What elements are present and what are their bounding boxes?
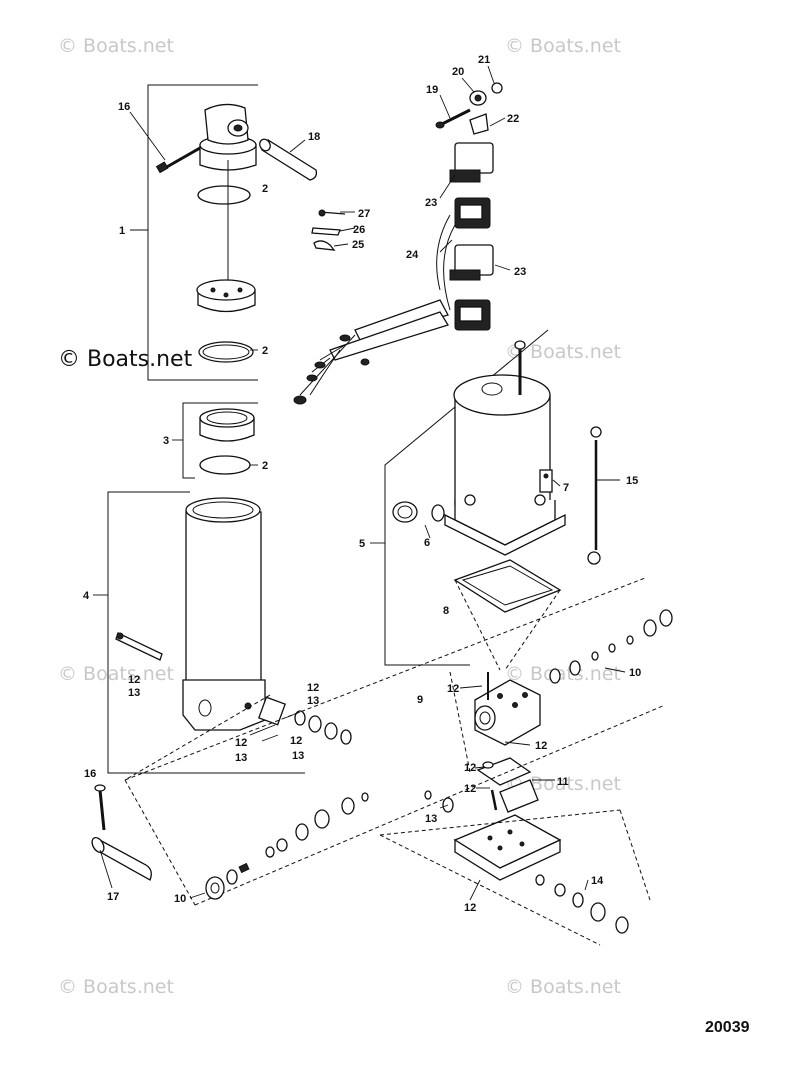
spring-left [115,632,163,661]
pump-9 [474,672,541,746]
callout: 9 [417,694,423,706]
callout: 10 [174,893,186,905]
callout: 19 [426,84,438,96]
watermark: © Boats.net [58,976,174,998]
callout: 26 [353,224,365,236]
end-cap-seal [199,408,255,442]
o-ring [199,455,251,475]
callout: 21 [478,54,490,66]
callout: 16 [84,768,96,780]
watermark: © Boats.net [505,663,621,685]
callout: 12 [535,740,547,752]
group-brackets [93,84,549,774]
plug-6 [392,501,445,523]
gasket-8 [453,559,562,671]
trim-cylinder-assembly [115,103,352,745]
callout: 3 [163,435,169,447]
callout: 15 [626,475,638,487]
valve-11 [476,757,539,813]
reservoir-plate [453,814,562,881]
piston [196,279,256,313]
callout: 12 [290,735,302,747]
callout: 13 [292,750,304,762]
manifold-outline [124,577,666,946]
pivot-pin-assembly [91,784,152,881]
bracket-4 [107,491,305,774]
callout: 2 [262,345,268,357]
callout: 12 [235,737,247,749]
bracket-1 [147,84,258,381]
callout: 13 [128,687,140,699]
harness-relay-assembly [293,82,503,405]
o-ring [197,185,251,205]
o-ring [198,341,254,363]
callout: 12 [464,902,476,914]
callout: 13 [425,813,437,825]
cylinder-body [182,497,266,731]
callout: 17 [107,891,119,903]
watermark: © Boats.net [505,35,621,57]
electric-motor [444,340,566,556]
leader-lines [99,65,626,901]
callout: 24 [406,249,419,261]
relay-23-top [449,142,494,183]
callout: 14 [591,875,604,887]
callout: 12 [128,674,140,686]
wire-harness [293,214,456,405]
callout: 13 [235,752,247,764]
manifold-fittings [205,609,673,934]
callout: 25 [352,239,364,251]
callout: 23 [425,197,437,209]
callout: 2 [262,183,268,195]
callout: 12 [307,682,319,694]
cylinder-cap [199,103,257,171]
lead-15 [587,426,602,565]
watermark: © Boats.net [58,35,174,57]
callout: 23 [514,266,526,278]
callout: 10 [629,667,641,679]
callout: 8 [443,605,449,617]
callout: 7 [563,482,569,494]
watermark: © Boats.net [58,347,193,372]
callout: 1 [119,225,125,237]
callout: 12 [464,762,476,774]
relay-hardware [435,82,503,135]
callout: 12 [447,683,459,695]
diagram-code: 20039 [705,1019,750,1036]
relay-body [449,197,494,331]
callout: 16 [118,101,130,113]
small-hardware-25-27 [311,209,346,251]
callout: 22 [507,113,519,125]
callout: 2 [262,460,268,472]
watermark: © Boats.net [505,341,621,363]
callout: 5 [359,538,365,550]
callouts: 1 2 2 3 2 4 5 6 7 8 9 10 10 11 12 12 12 … [83,54,641,914]
watermark: © Boats.net [58,663,174,685]
bracket-3 [182,402,258,479]
callout: 20 [452,66,464,78]
callout: 6 [424,537,430,549]
bolt-16 [155,146,201,174]
watermark: © Boats.net [505,976,621,998]
callout: 12 [464,783,476,795]
callout: 11 [557,776,569,788]
pin-18 [259,138,318,181]
callout: 27 [358,208,370,220]
callout: 18 [308,131,320,143]
watermarks: © Boats.net © Boats.net © Boats.net © Bo… [58,35,621,998]
callout: 4 [83,590,90,602]
callout: 13 [307,695,319,707]
seals-12-13 [258,696,352,745]
